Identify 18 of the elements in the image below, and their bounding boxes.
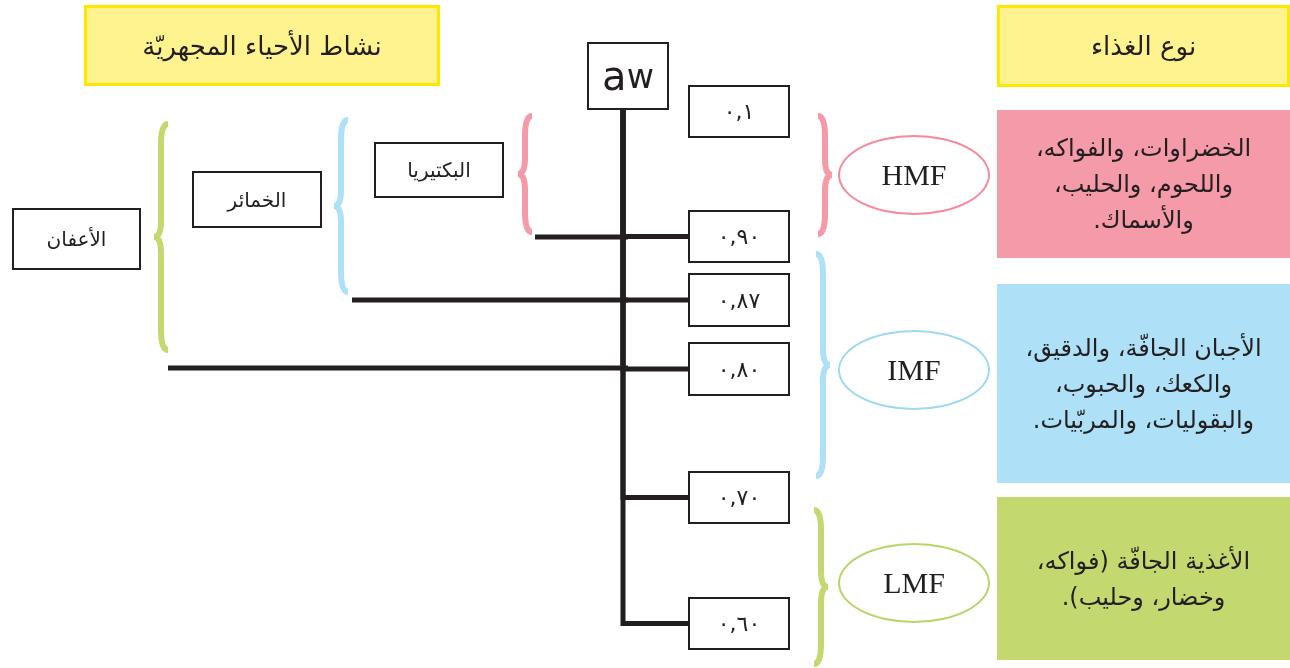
heading-box: نوع الغذاء [997, 5, 1290, 87]
value-box: ٠,٨٧ [688, 273, 790, 327]
value-box: ٠,٩٠ [688, 210, 790, 263]
organism-box: الخمائر [192, 171, 322, 228]
organism-box: الأعفان [12, 208, 141, 270]
value-box: ٠,٧٠ [688, 471, 790, 524]
value-box: ٠,١ [688, 85, 790, 138]
value-box: ٠,٨٠ [688, 342, 790, 396]
food-box: الأغذية الجافّة (فواكه، وخضار، وحليب). [997, 497, 1290, 660]
category-ellipse: IMF [838, 330, 990, 410]
category-ellipse: LMF [838, 543, 990, 623]
connector-line [620, 110, 688, 626]
category-ellipse: HMF [838, 135, 990, 215]
heading-box: نشاط الأحياء المجهريّة [84, 5, 440, 86]
organism-box: البكتيريا [374, 142, 504, 198]
food-box: الخضراوات، والفواكه، واللحوم، والحليب، والأسماك. [997, 110, 1290, 258]
food-box: الأجبان الجافّة، والدقيق، والكعك، والحبوب، والبقوليات، والمربّيات. [997, 284, 1290, 483]
value-box: ٠,٦٠ [688, 597, 790, 650]
